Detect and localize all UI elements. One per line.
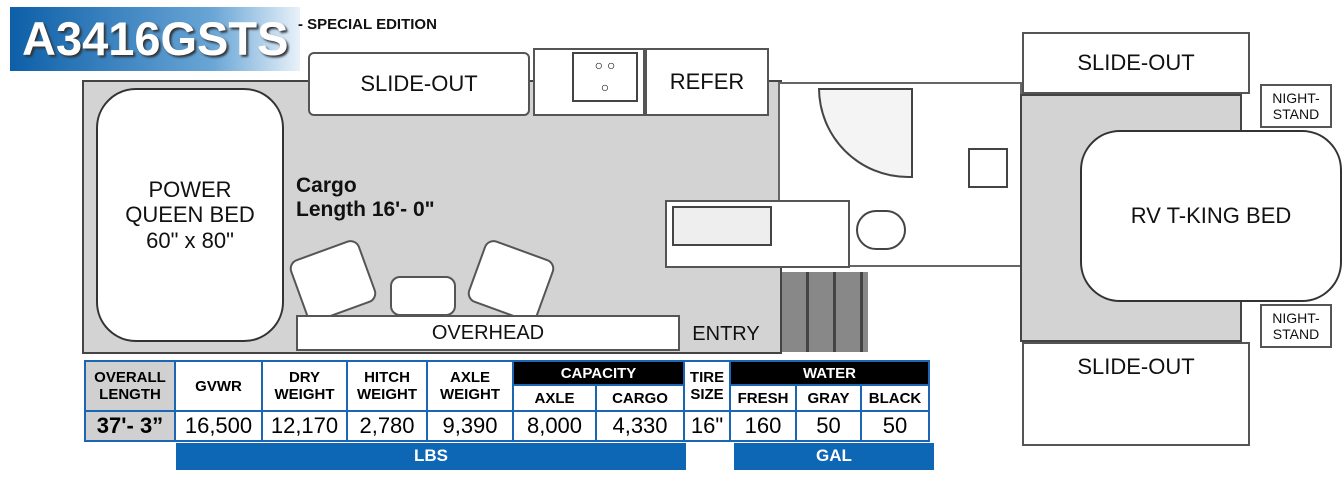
- dry-weight-value: 12,170: [261, 410, 348, 442]
- nightstand-bottom: NIGHT- STAND: [1260, 304, 1332, 348]
- capacity-axle-value: 8,000: [512, 410, 597, 442]
- slide-out-bottom: SLIDE-OUT: [1022, 342, 1250, 446]
- entry-label: ENTRY: [692, 322, 760, 345]
- tire-size-value: 16": [683, 410, 731, 442]
- water-header: WATER: [729, 360, 930, 386]
- capacity-axle-label: AXLE: [512, 384, 597, 412]
- tire-size-label: TIRE SIZE: [683, 360, 731, 412]
- gal-bar: GAL: [734, 443, 934, 470]
- slide-out-top: SLIDE-OUT: [1022, 32, 1250, 94]
- toilet-icon: [856, 210, 906, 250]
- overhead-cabinet: OVERHEAD: [296, 315, 680, 351]
- hitch-weight-label: HITCH WEIGHT: [346, 360, 428, 412]
- axle-weight-value: 9,390: [426, 410, 514, 442]
- sink-icon: [672, 206, 772, 246]
- chair-center: [390, 276, 456, 316]
- gvwr-value: 16,500: [174, 410, 263, 442]
- overall-length-label: OVERALL LENGTH: [84, 360, 176, 412]
- capacity-cargo-value: 4,330: [595, 410, 685, 442]
- entry-steps: [782, 272, 868, 352]
- stove-icon: ○ ○○: [572, 52, 638, 102]
- lbs-bar: LBS: [176, 443, 686, 470]
- queen-bed: POWER QUEEN BED 60" x 80": [96, 88, 284, 342]
- bathroom-sink-icon: [968, 148, 1008, 188]
- black-label: BLACK: [860, 384, 930, 412]
- dry-weight-label: DRY WEIGHT: [261, 360, 348, 412]
- king-bed: RV T-KING BED: [1080, 130, 1342, 302]
- gray-value: 50: [795, 410, 862, 442]
- specs-table: OVERALL LENGTH GVWR DRY WEIGHT HITCH WEI…: [84, 360, 930, 442]
- hitch-weight-value: 2,780: [346, 410, 428, 442]
- nightstand-top: NIGHT- STAND: [1260, 84, 1332, 128]
- gray-label: GRAY: [795, 384, 862, 412]
- capacity-cargo-label: CARGO: [595, 384, 685, 412]
- slide-out-left: SLIDE-OUT: [308, 52, 530, 116]
- queen-bed-label: POWER QUEEN BED 60" x 80": [125, 177, 255, 253]
- fresh-value: 160: [729, 410, 797, 442]
- capacity-header: CAPACITY: [512, 360, 685, 386]
- cargo-label: Cargo Length 16'- 0": [296, 174, 435, 222]
- model-subtitle: - SPECIAL EDITION: [298, 16, 437, 33]
- axle-weight-label: AXLE WEIGHT: [426, 360, 514, 412]
- model-title: A3416GSTS: [10, 7, 300, 71]
- fresh-label: FRESH: [729, 384, 797, 412]
- overall-length-value: 37'- 3”: [84, 410, 176, 442]
- gvwr-label: GVWR: [174, 360, 263, 412]
- black-value: 50: [860, 410, 930, 442]
- refrigerator: REFER: [645, 48, 769, 116]
